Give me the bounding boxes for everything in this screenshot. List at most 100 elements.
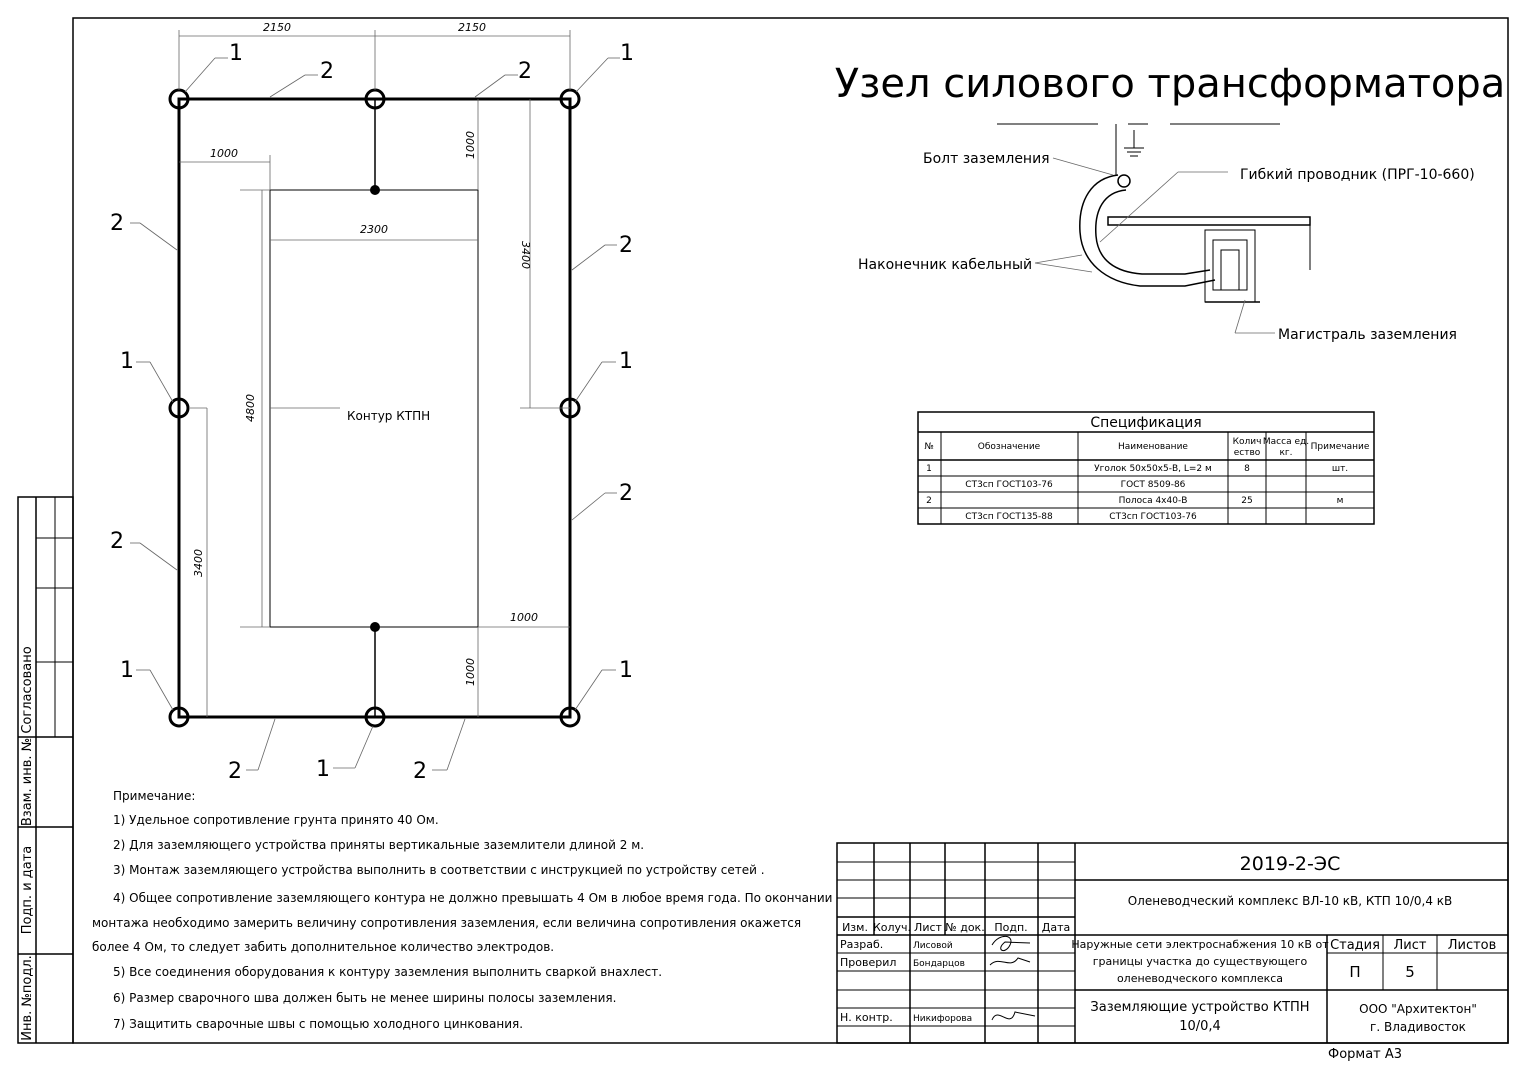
electrode <box>559 706 581 728</box>
dim-top-gap: 1000 <box>464 131 477 159</box>
dim-right-height: 3400 <box>519 241 532 269</box>
spec-cell: 2 <box>926 496 932 506</box>
stage-label: Стадия <box>1330 938 1380 953</box>
marker: 1 <box>619 349 633 374</box>
dim-left-height: 3400 <box>192 549 205 577</box>
spec-cell: м <box>1337 496 1344 506</box>
top-junction <box>370 185 380 195</box>
bottom-junction <box>370 622 380 632</box>
dim-bottom-gap: 1000 <box>464 658 477 686</box>
dim-top-left: 2150 <box>263 21 291 34</box>
sheets-label: Листов <box>1448 938 1497 953</box>
spec-cell: 25 <box>1241 496 1252 506</box>
marker: 1 <box>619 658 633 683</box>
drawing-title: Узел силового трансформатора <box>835 61 1506 107</box>
note-item: 2) Для заземляющего устройства приняты в… <box>113 838 644 852</box>
stage-value: П <box>1349 963 1360 981</box>
electrode <box>168 397 190 419</box>
spec-title: Спецификация <box>1090 415 1201 431</box>
marker: 1 <box>229 41 243 66</box>
spec-cell: Полоса 4х40-В <box>1119 496 1188 506</box>
signature <box>989 957 1031 966</box>
spec-cell: 8 <box>1244 464 1250 474</box>
spec-cell: шт. <box>1332 464 1348 474</box>
section-line-2: границы участка до существующего <box>1093 955 1308 968</box>
electrode <box>364 706 386 728</box>
col-data: Дата <box>1042 921 1070 934</box>
dim-bottom-offset: 1000 <box>510 611 538 624</box>
note-item: 4) Общее сопротивление заземляющего конт… <box>113 891 832 905</box>
spec-header: № <box>924 442 933 452</box>
note-item: 1) Удельное сопротивление грунта принято… <box>113 813 439 827</box>
razrab-label: Разраб. <box>840 938 883 951</box>
spec-cell: СТ3сп ГОСТ103-76 <box>1109 512 1197 522</box>
note-item: 6) Размер сварочного шва должен быть не … <box>113 991 616 1005</box>
company-line-1: ООО "Архитектон" <box>1359 1002 1477 1016</box>
marker: 1 <box>120 349 134 374</box>
stamp-sign-date: Подп. и дата <box>20 846 35 935</box>
note-item: 3) Монтаж заземляющего устройства выполн… <box>113 863 765 877</box>
marker: 2 <box>110 211 124 236</box>
side-stamp: Согласовано Взам. инв. № Подп. и дата Ин… <box>17 496 74 1044</box>
bolt-label: Болт заземления <box>923 151 1050 167</box>
ktpn-label: Контур КТПН <box>347 409 430 423</box>
dim-inner-width: 2300 <box>360 223 388 236</box>
col-podp: Подп. <box>994 921 1027 934</box>
sheet-label: Лист <box>1394 938 1427 953</box>
col-izm: Изм. <box>842 921 868 934</box>
spec-cell: Уголок 50х50х5-В, L=2 м <box>1094 464 1212 474</box>
ground-bus-label: Магистраль заземления <box>1278 327 1457 343</box>
spec-header: Обозначение <box>978 442 1041 452</box>
marker: 2 <box>110 529 124 554</box>
signature <box>991 1011 1036 1021</box>
note-item: 7) Защитить сварочные швы с помощью холо… <box>113 1017 523 1031</box>
flex-conductor-label: Гибкий проводник (ПРГ-10-660) <box>1240 167 1475 183</box>
marker: 1 <box>316 757 330 782</box>
doc-code: 2019-2-ЭС <box>1240 853 1341 875</box>
proveril-name: Бондарцов <box>913 959 965 969</box>
col-koluch: Колуч. <box>873 921 911 934</box>
proveril-label: Проверил <box>840 956 896 969</box>
signature <box>991 935 1031 952</box>
marker: 2 <box>518 59 532 84</box>
spec-cell: ГОСТ 8509-86 <box>1121 480 1186 490</box>
electrode <box>168 706 190 728</box>
note-item: более 4 Ом, то следует забить дополнител… <box>92 940 554 954</box>
grounding-plan: 2150 2150 1000 2300 1000 3400 4800 3400 … <box>110 21 634 784</box>
col-doc: № док. <box>945 921 984 934</box>
note-item: монтажа необходимо замерить величину соп… <box>92 916 801 930</box>
note-item: 5) Все соединения оборудования к контуру… <box>113 965 662 979</box>
nkontr-name: Никифорова <box>913 1014 972 1024</box>
company-line-2: г. Владивосток <box>1370 1020 1466 1034</box>
project-name: Оленеводческий комплекс ВЛ-10 кВ, КТП 10… <box>1128 894 1453 908</box>
specification-table: Спецификация № Обозначение Наименование Кол… <box>917 411 1375 525</box>
spec-cell: СТ3сп ГОСТ135-88 <box>965 512 1053 522</box>
section-line-1: Наружные сети электроснабжения 10 кВ от <box>1071 938 1329 951</box>
stamp-inv-orig: Инв. №подл. <box>20 955 35 1041</box>
marker: 2 <box>228 759 242 784</box>
dim-top-right: 2150 <box>458 21 486 34</box>
marker: 2 <box>320 59 334 84</box>
paper-format: Формат А3 <box>1328 1047 1402 1062</box>
stamp-inv-zam: Взам. инв. № <box>20 738 35 826</box>
sheet-name-line-1: Заземляющие устройство КТПН <box>1090 1000 1309 1015</box>
dim-left-offset: 1000 <box>210 147 238 160</box>
marker: 2 <box>619 481 633 506</box>
sheet-value: 5 <box>1405 963 1415 981</box>
spec-header: Наименование <box>1118 442 1188 452</box>
marker: 1 <box>620 41 634 66</box>
spec-cell: СТ3сп ГОСТ103-76 <box>965 480 1053 490</box>
col-list: Лист <box>914 921 942 934</box>
stamp-agreed: Согласовано <box>20 646 35 733</box>
notes: Примечание: 1) Удельное сопротивление гр… <box>92 789 832 1031</box>
marker: 2 <box>619 233 633 258</box>
nkontr-label: Н. контр. <box>840 1011 893 1024</box>
marker: 2 <box>413 759 427 784</box>
dim-inner-height: 4800 <box>244 394 257 422</box>
marker: 1 <box>120 658 134 683</box>
cable-lug-label: Наконечник кабельный <box>858 257 1032 273</box>
spec-header: Масса ед.кг. <box>1263 437 1309 458</box>
spec-cell: 1 <box>926 464 932 474</box>
